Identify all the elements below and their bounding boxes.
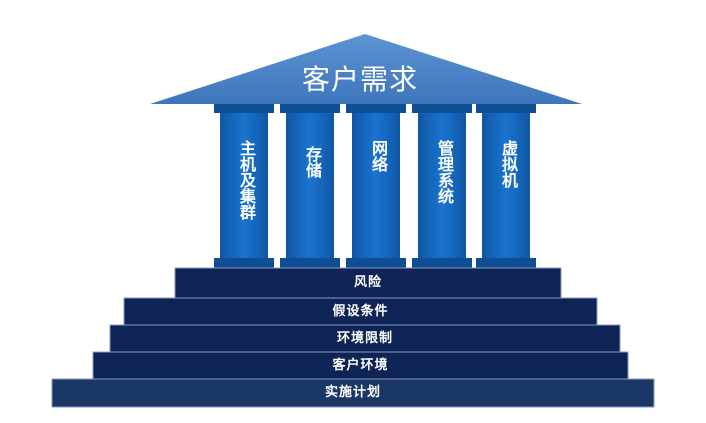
step-5-bar	[51, 378, 655, 408]
step-label-3: 环境限制	[336, 331, 393, 346]
roof-label: 客户需求	[301, 63, 418, 96]
step-2-bar	[123, 297, 598, 326]
step-label-4: 客户环境	[332, 358, 389, 373]
pillar-label-4: 管理系统	[435, 140, 454, 204]
pillar-label-3: 网络	[369, 140, 388, 172]
step-3-bar	[109, 324, 621, 353]
pillar-label-5: 虚拟机	[499, 140, 518, 188]
pillar-4	[412, 104, 472, 268]
pillar-2	[280, 104, 340, 268]
step-label-2: 假设条件	[332, 304, 389, 319]
pillar-5	[476, 104, 536, 268]
roof	[150, 34, 582, 104]
pillar-label-1: 主机及集群	[237, 140, 256, 220]
step-1-bar	[174, 267, 562, 299]
step-label-5: 实施计划	[324, 385, 381, 400]
pillar-3	[346, 104, 406, 268]
pillar-label-2: 存储	[303, 146, 322, 178]
step-label-1: 风险	[353, 275, 382, 290]
pillar-1	[214, 104, 274, 268]
